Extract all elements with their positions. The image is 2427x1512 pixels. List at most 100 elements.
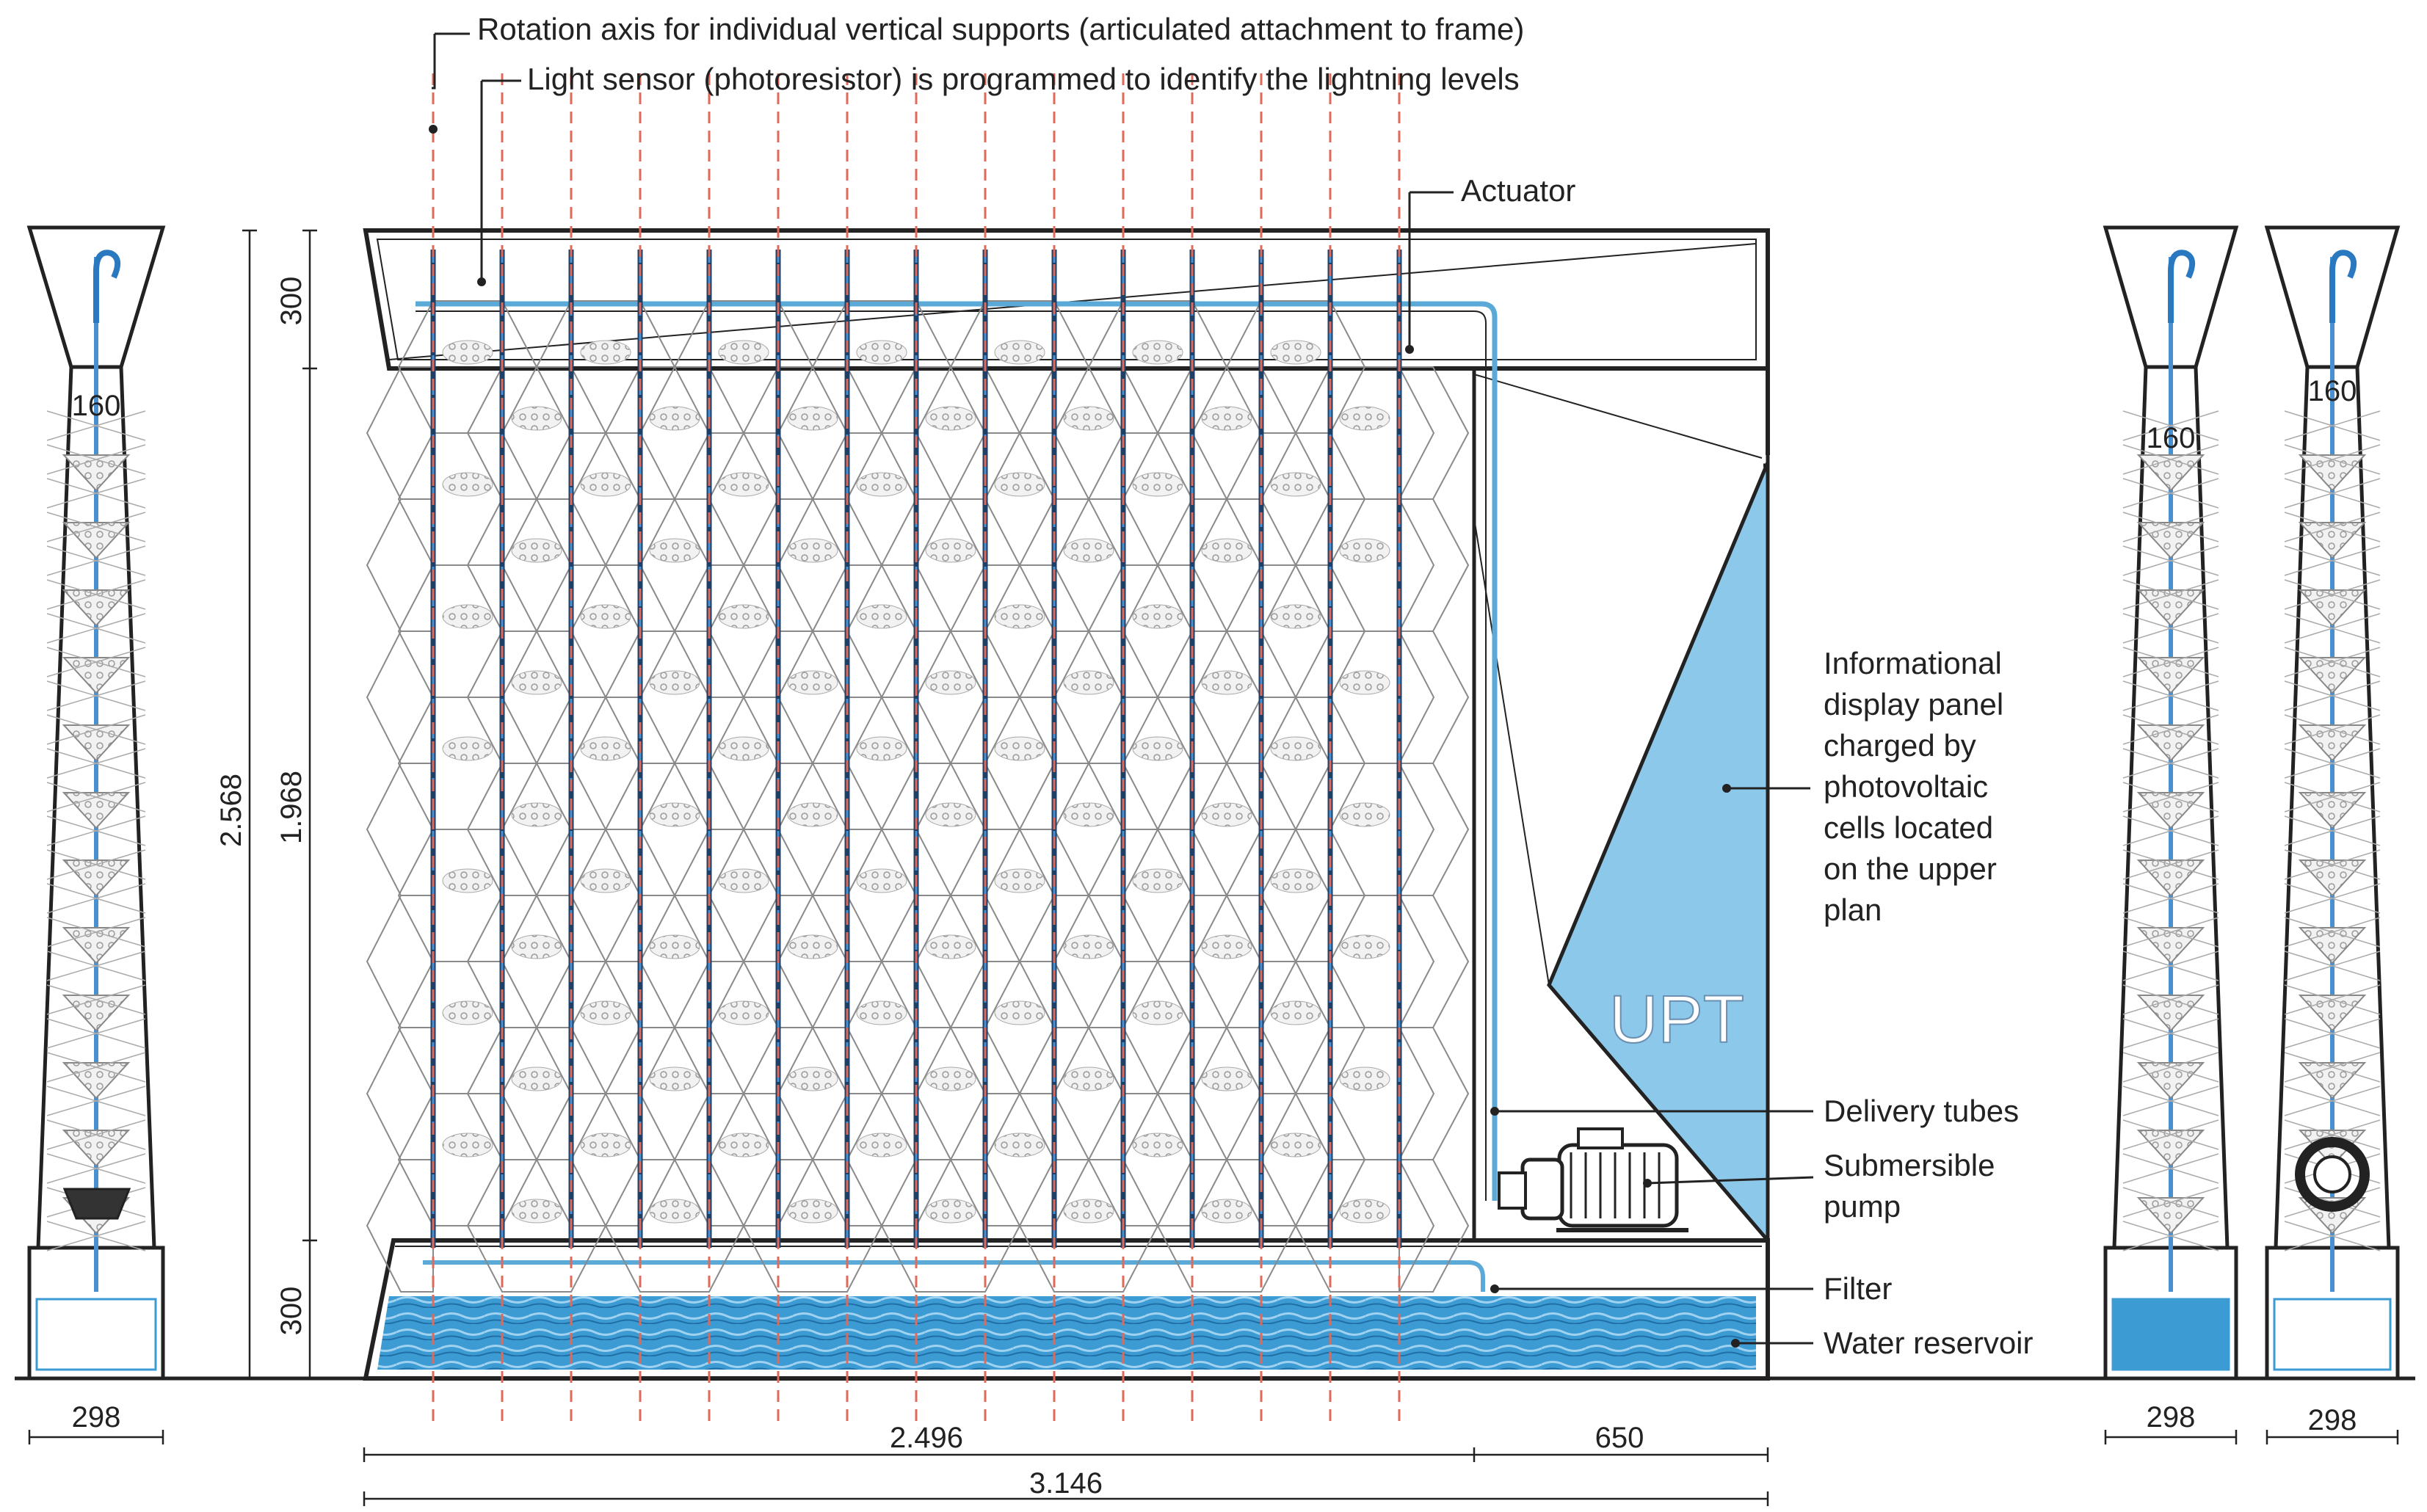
side-brace — [2284, 579, 2381, 610]
water-reservoir — [377, 1296, 1756, 1370]
planter-netting — [1339, 538, 1390, 563]
planter-netting — [1132, 1133, 1183, 1157]
planter-netting — [649, 670, 700, 695]
dim-panel-width: 650 — [1595, 1422, 1644, 1454]
side-pump-core — [2313, 1155, 2351, 1193]
water-reservoir-label: Water reservoir — [1824, 1326, 2034, 1360]
planter-netting — [1063, 1199, 1114, 1224]
side-reservoir — [2273, 1298, 2392, 1371]
side-planter — [62, 1130, 131, 1167]
side-brace — [2122, 815, 2219, 846]
side-planter — [2298, 1062, 2367, 1100]
side-planter — [62, 995, 131, 1032]
side-planter — [2136, 522, 2205, 559]
planter-netting — [925, 802, 976, 827]
side-brace — [2122, 410, 2219, 441]
planter-netting — [787, 406, 838, 431]
side-brace — [46, 815, 146, 846]
planter-netting — [580, 1000, 631, 1025]
planter-netting — [1132, 604, 1183, 629]
side-brace — [2122, 1018, 2219, 1049]
delivery-tube — [416, 301, 1498, 1201]
side-brace — [2122, 1153, 2219, 1184]
side-brace — [46, 613, 146, 644]
side-planter — [62, 724, 131, 762]
planter-netting — [649, 406, 700, 431]
planter-netting — [1063, 934, 1114, 959]
planter-netting — [511, 1066, 562, 1091]
side-view-right-2: 160 — [2264, 225, 2401, 1381]
planter-netting — [994, 1000, 1045, 1025]
planter-netting — [994, 736, 1045, 761]
dim-side-left: 298 — [72, 1401, 121, 1433]
dim-side-right2: 298 — [2308, 1404, 2357, 1436]
side-brace — [2284, 1052, 2381, 1083]
planter-netting — [856, 736, 907, 761]
side-tube-hook — [2168, 250, 2196, 323]
edge-hexagon — [366, 366, 434, 500]
side-planter — [2298, 724, 2367, 762]
planter-netting — [1201, 802, 1252, 827]
planter-netting — [580, 736, 631, 761]
svg-text:plan: plan — [1824, 893, 1882, 927]
planter-netting — [649, 934, 700, 959]
side-brace — [2284, 478, 2381, 509]
side-brace — [2284, 1119, 2381, 1150]
side-brace — [46, 1119, 146, 1150]
planter-netting — [718, 868, 769, 893]
side-brace — [2122, 579, 2219, 610]
side-brace — [46, 951, 146, 981]
upt-logo: UPT — [1609, 982, 1744, 1057]
planter-netting — [442, 1133, 493, 1157]
dim-middle-section: 1.968 — [275, 771, 308, 844]
side-planter — [62, 859, 131, 897]
dim-module-width: 2.496 — [890, 1422, 963, 1454]
planter-netting — [1339, 406, 1390, 431]
annotations: Rotation axis for individual vertical su… — [429, 12, 2034, 1360]
side-brace — [46, 478, 146, 509]
side-planter — [2136, 589, 2205, 627]
side-brace — [2284, 545, 2381, 576]
side-brace — [46, 849, 146, 880]
side-brace — [2122, 917, 2219, 948]
planter-netting — [925, 538, 976, 563]
display-panel-label: Informational display panel charged by p… — [1824, 646, 2003, 927]
planter-netting — [1270, 1133, 1321, 1157]
planter-netting — [1201, 934, 1252, 959]
planter-netting — [718, 1133, 769, 1157]
planter-netting — [1132, 472, 1183, 497]
planter-netting — [580, 472, 631, 497]
svg-text:photovoltaic: photovoltaic — [1824, 769, 1988, 804]
planter-netting — [925, 406, 976, 431]
svg-text:display panel: display panel — [1824, 687, 2003, 722]
side-planter — [2298, 657, 2367, 694]
side-left-pump — [62, 1188, 131, 1220]
side-brace — [46, 1221, 146, 1251]
side-brace — [46, 579, 146, 610]
side-brace — [2284, 714, 2381, 745]
planter-netting — [442, 472, 493, 497]
planter-netting — [994, 472, 1045, 497]
edge-hexagon — [366, 1027, 434, 1160]
rotation-axes — [432, 73, 1401, 1424]
side-planter — [62, 792, 131, 829]
planter-netting — [1270, 1000, 1321, 1025]
delivery-tubes-label: Delivery tubes — [1824, 1094, 2019, 1128]
planter-netting — [787, 1066, 838, 1091]
side-brace — [46, 1018, 146, 1049]
side-brace — [2284, 410, 2381, 441]
planter-netting — [1063, 802, 1114, 827]
side-brace — [2284, 1086, 2381, 1116]
planter-netting — [787, 538, 838, 563]
side-planter — [62, 589, 131, 627]
side-brace — [2122, 680, 2219, 711]
planter-netting — [1132, 340, 1183, 365]
planter-netting — [1063, 538, 1114, 563]
side-brace — [2122, 883, 2219, 914]
side-planter — [2136, 995, 2205, 1032]
planter-netting — [1339, 1199, 1390, 1224]
planter-netting — [718, 1000, 769, 1025]
light-sensor-label: Light sensor (photoresistor) is programm… — [527, 62, 1520, 96]
side-brace — [2122, 1119, 2219, 1150]
edge-hexagon — [366, 498, 434, 632]
